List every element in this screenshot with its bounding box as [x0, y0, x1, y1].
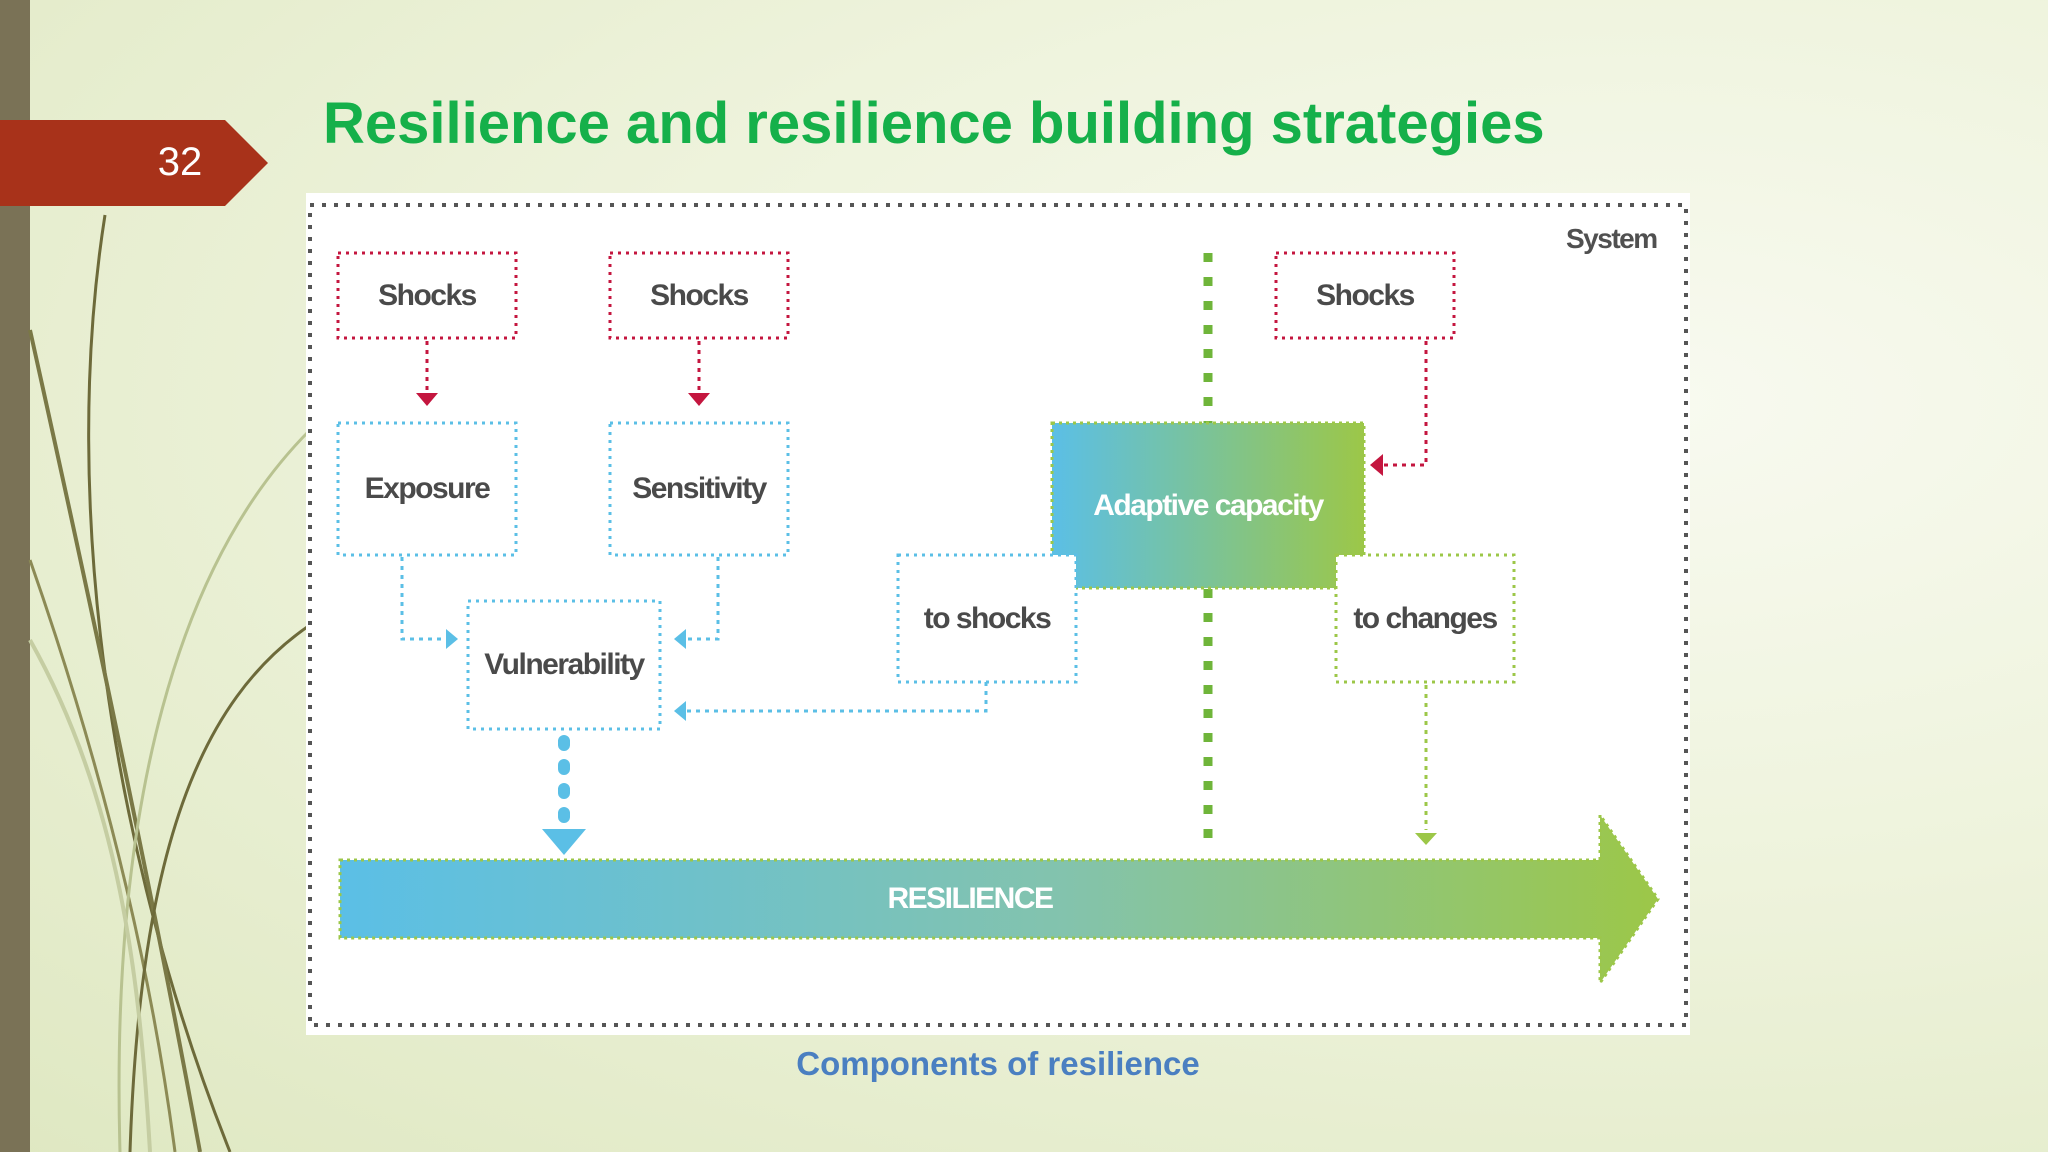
resilience-label: RESILIENCE	[887, 882, 1054, 915]
shocks-label-3: Shocks	[1316, 278, 1415, 312]
vulnerability-box	[466, 599, 662, 731]
decorative-swooshes	[28, 214, 312, 1152]
shocks-box-3	[1274, 251, 1456, 340]
exposure-label: Exposure	[364, 472, 491, 505]
adaptive-capacity-box	[1050, 421, 1366, 590]
slide-title: Resilience and resilience building strat…	[323, 91, 1545, 156]
slide-number-tab	[0, 120, 268, 206]
exposure-box	[336, 421, 518, 557]
shocks-label-1: Shocks	[378, 278, 477, 312]
system-boundary	[308, 203, 1688, 1027]
resilience-diagram: System Shocks Shocks Shocks Exposure Sen…	[306, 193, 1690, 1035]
to-changes-label: to changes	[1353, 601, 1498, 635]
shocks-label-2: Shocks	[650, 278, 749, 312]
resilience-arrow	[338, 810, 1660, 988]
shocks-box-2	[608, 251, 790, 340]
sensitivity-label: Sensitivity	[632, 472, 767, 505]
figure-caption: Components of resilience	[796, 1045, 1200, 1082]
system-label: System	[1566, 223, 1658, 254]
shocks-box-1	[336, 251, 518, 340]
sensitivity-box	[608, 421, 790, 557]
slide-number: 32	[157, 140, 203, 184]
vulnerability-label: Vulnerability	[484, 648, 645, 681]
to-shocks-box	[896, 553, 1078, 684]
to-shocks-label: to shocks	[923, 601, 1052, 635]
to-changes-box	[1334, 553, 1516, 684]
adaptive-capacity-label: Adaptive capacity	[1093, 488, 1324, 522]
